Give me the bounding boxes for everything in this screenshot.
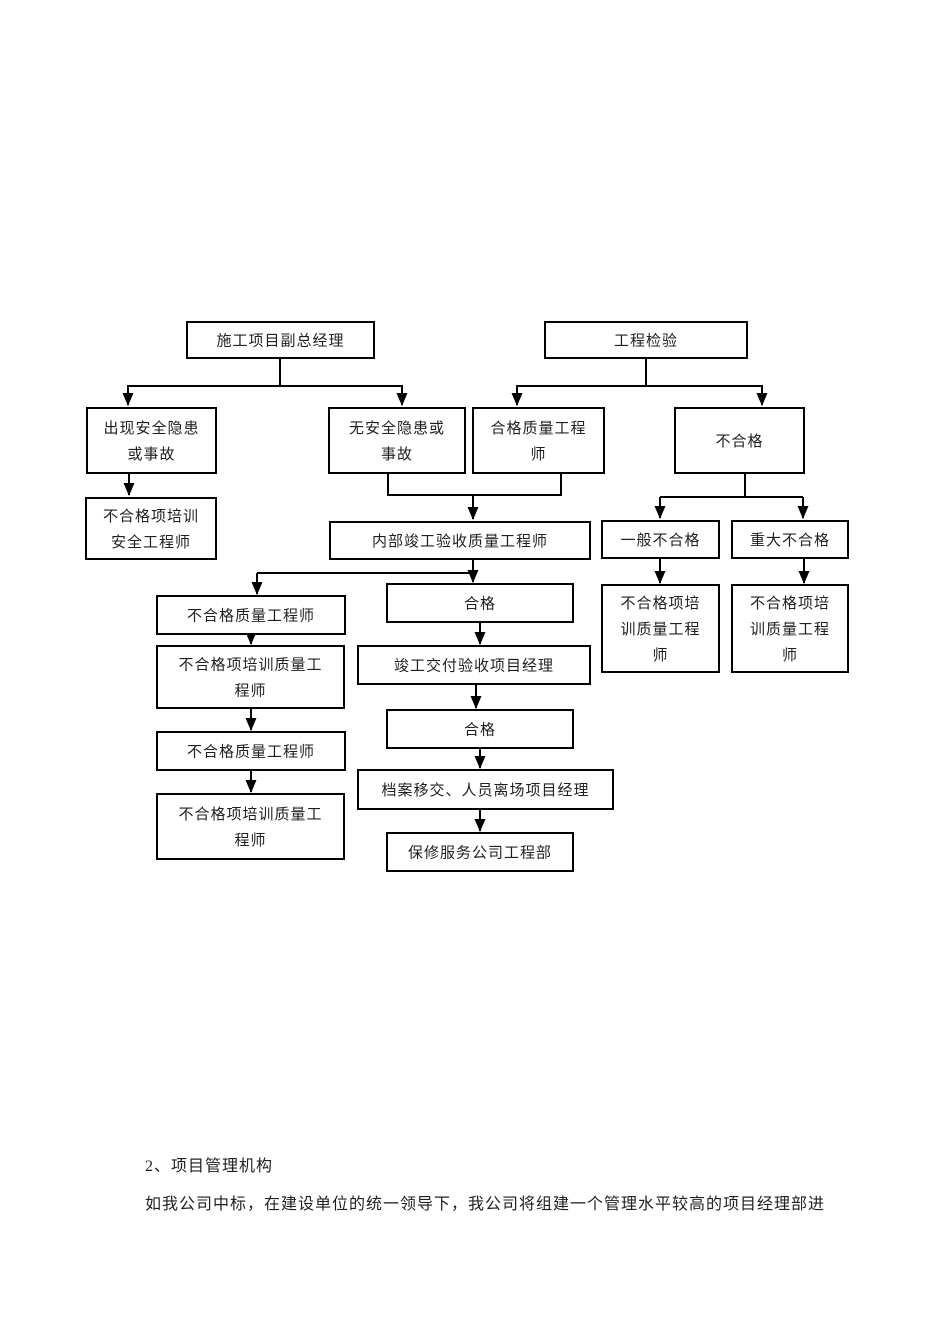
node-box: [472, 407, 605, 474]
node-pass-2: 合格: [386, 709, 574, 749]
node-label: 事故: [381, 446, 413, 463]
node-box: [156, 731, 346, 771]
node-internal-acceptance: 内部竣工验收质量工程师: [329, 521, 591, 560]
node-box: [156, 645, 345, 709]
node-label: 不合格质量工程师: [187, 607, 315, 624]
node-label: 或事故: [127, 446, 175, 463]
node-label: 训质量工程: [750, 621, 830, 638]
node-box: [386, 709, 574, 749]
node-archive-handover: 档案移交、人员离场项目经理: [357, 769, 614, 810]
node-box: [674, 407, 805, 474]
node-label: 出现安全隐患: [103, 419, 199, 437]
node-label: 合格: [464, 595, 496, 612]
node-box: [386, 583, 574, 623]
node-warranty-service: 保修服务公司工程部: [386, 832, 574, 872]
node-box: [156, 595, 346, 635]
node-qualified-engineer: 合格质量工程师: [472, 407, 605, 474]
node-box: [86, 407, 217, 474]
node-label: 程师: [234, 682, 266, 699]
node-unqualified-quality-2: 不合格质量工程师: [156, 731, 346, 771]
node-box: [731, 584, 849, 673]
node-label: 不合格项培训质量工: [178, 656, 322, 673]
node-inspection: 工程检验: [544, 321, 748, 359]
node-label: 施工项目副总经理: [216, 332, 344, 349]
node-general-unqualified: 一般不合格: [601, 520, 720, 559]
node-label: 程师: [234, 832, 266, 849]
node-deputy-manager: 施工项目副总经理: [186, 321, 375, 359]
node-label: 档案移交、人员离场项目经理: [381, 781, 589, 799]
node-box: [601, 520, 720, 559]
node-box: [386, 832, 574, 872]
node-unqualified: 不合格: [674, 407, 805, 474]
section-heading: 2、项目管理机构: [145, 1158, 274, 1175]
node-label: 不合格项培训: [103, 508, 199, 525]
node-box: [357, 769, 614, 810]
node-label: 工程检验: [614, 332, 678, 349]
node-box: [85, 497, 217, 560]
node-label: 训质量工程: [620, 621, 700, 638]
node-box: [328, 407, 466, 474]
node-pass-1: 合格: [386, 583, 574, 623]
node-box: [544, 321, 748, 359]
node-label: 师: [782, 647, 798, 664]
node-label: 一般不合格: [620, 532, 700, 549]
node-label: 师: [530, 446, 546, 463]
node-label: 无安全隐患或: [349, 419, 445, 437]
node-label: 竣工交付验收项目经理: [394, 656, 554, 674]
node-label: 不合格质量工程师: [187, 743, 315, 760]
node-label: 合格: [464, 721, 496, 738]
node-label: 安全工程师: [111, 533, 191, 551]
node-unqualified-quality-1: 不合格质量工程师: [156, 595, 346, 635]
node-box: [601, 584, 720, 673]
node-box: [329, 521, 591, 560]
body-paragraph: 如我公司中标，在建设单位的统一领导下，我公司将组建一个管理水平较高的项目经理部进: [145, 1196, 826, 1213]
node-major-unqualified: 重大不合格: [731, 520, 849, 559]
node-box: [357, 645, 591, 685]
node-label: 不合格项培: [620, 595, 700, 612]
node-label: 合格质量工程: [490, 420, 586, 437]
node-box: [731, 520, 849, 559]
node-label: 内部竣工验收质量工程师: [372, 533, 548, 550]
node-label: 不合格: [715, 433, 763, 450]
node-box: [156, 793, 345, 860]
node-label: 保修服务公司工程部: [408, 844, 552, 861]
node-handover-acceptance: 竣工交付验收项目经理: [357, 645, 591, 685]
node-label: 不合格项培训质量工: [178, 806, 322, 823]
node-label: 不合格项培: [750, 595, 830, 612]
node-label: 师: [652, 647, 668, 664]
node-label: 重大不合格: [750, 532, 830, 549]
node-box: [186, 321, 375, 359]
